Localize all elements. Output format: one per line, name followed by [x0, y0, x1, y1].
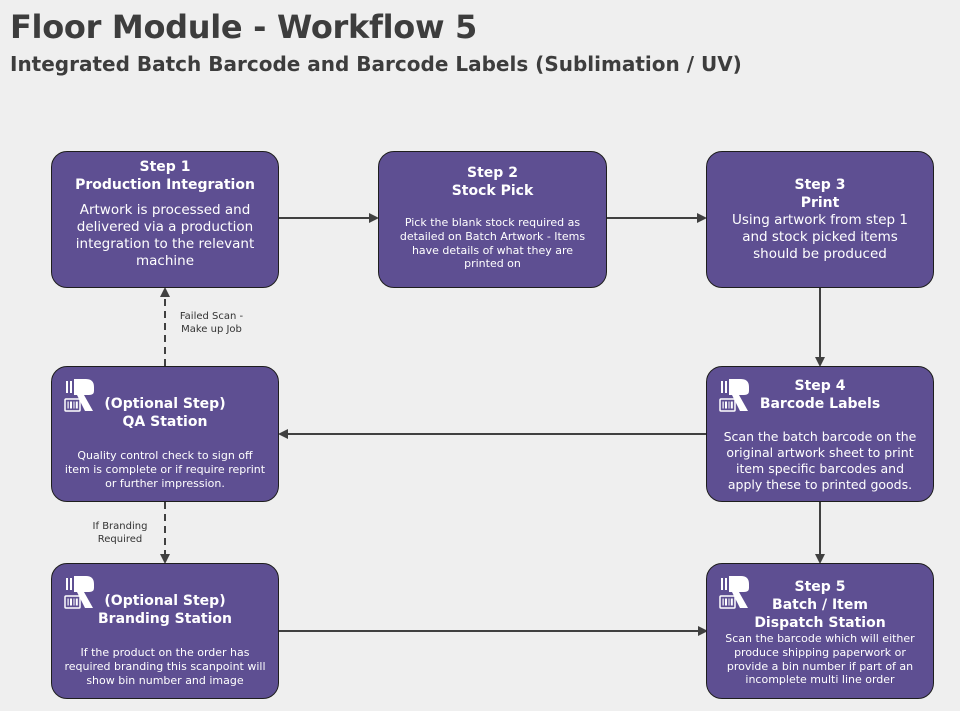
barcode-scanner-icon: [64, 379, 94, 412]
barcode-scanner-icon: [64, 576, 94, 609]
step4-name: Barcode Labels: [759, 396, 881, 412]
step3-desc: Using artwork from step 1 and stock pick…: [732, 212, 908, 262]
step1-desc: Artwork is processed and delivered via a…: [75, 202, 255, 269]
step2-name: Stock Pick: [451, 183, 534, 199]
barcode-scanner-icon: [719, 379, 749, 412]
qa-node: (Optional Step) QA Station Quality contr…: [51, 366, 279, 502]
step4-desc: Scan the batch barcode on the original a…: [723, 429, 917, 492]
step5-name2: Dispatch Station: [754, 615, 886, 631]
step3-step: Step 3: [794, 177, 846, 193]
qa-step: (Optional Step): [104, 396, 226, 412]
step5-name: Batch / Item: [772, 597, 868, 613]
qa-desc: Quality control check to sign off item i…: [64, 449, 266, 490]
barcode-scanner-icon: [719, 576, 749, 609]
page-subtitle: Integrated Batch Barcode and Barcode Lab…: [10, 52, 742, 76]
step4-step: Step 4: [794, 378, 846, 394]
edge-label-failed-scan: Failed Scan - Make up Job: [179, 311, 244, 335]
qa-name: QA Station: [122, 414, 208, 430]
step3-node: Step 3 Print Using artwork from step 1 a…: [706, 151, 934, 288]
page-title: Floor Module - Workflow 5: [10, 8, 478, 46]
step4-node: Step 4 Barcode Labels Scan the batch bar…: [706, 366, 934, 502]
step2-desc: Pick the blank stock required as detaile…: [399, 216, 586, 271]
step1-name: Production Integration: [75, 177, 255, 193]
branding-name: Branding Station: [98, 611, 232, 627]
step1-step: Step 1: [139, 159, 191, 175]
step2-step: Step 2: [467, 165, 518, 181]
step5-step: Step 5: [794, 579, 846, 595]
branding-desc: If the product on the order has required…: [64, 646, 266, 687]
branding-step: (Optional Step): [104, 593, 226, 609]
step1-node: Step 1 Production Integration Artwork is…: [51, 151, 279, 288]
step5-node: Step 5 Batch / Item Dispatch Station Sca…: [706, 563, 934, 699]
step5-desc: Scan the barcode which will either produ…: [725, 632, 915, 687]
branding-node: (Optional Step) Branding Station If the …: [51, 563, 279, 699]
step3-name: Print: [800, 195, 840, 211]
step2-node: Step 2 Stock Pick Pick the blank stock r…: [378, 151, 607, 288]
edge-label-if-branding: If Branding Required: [92, 521, 148, 545]
